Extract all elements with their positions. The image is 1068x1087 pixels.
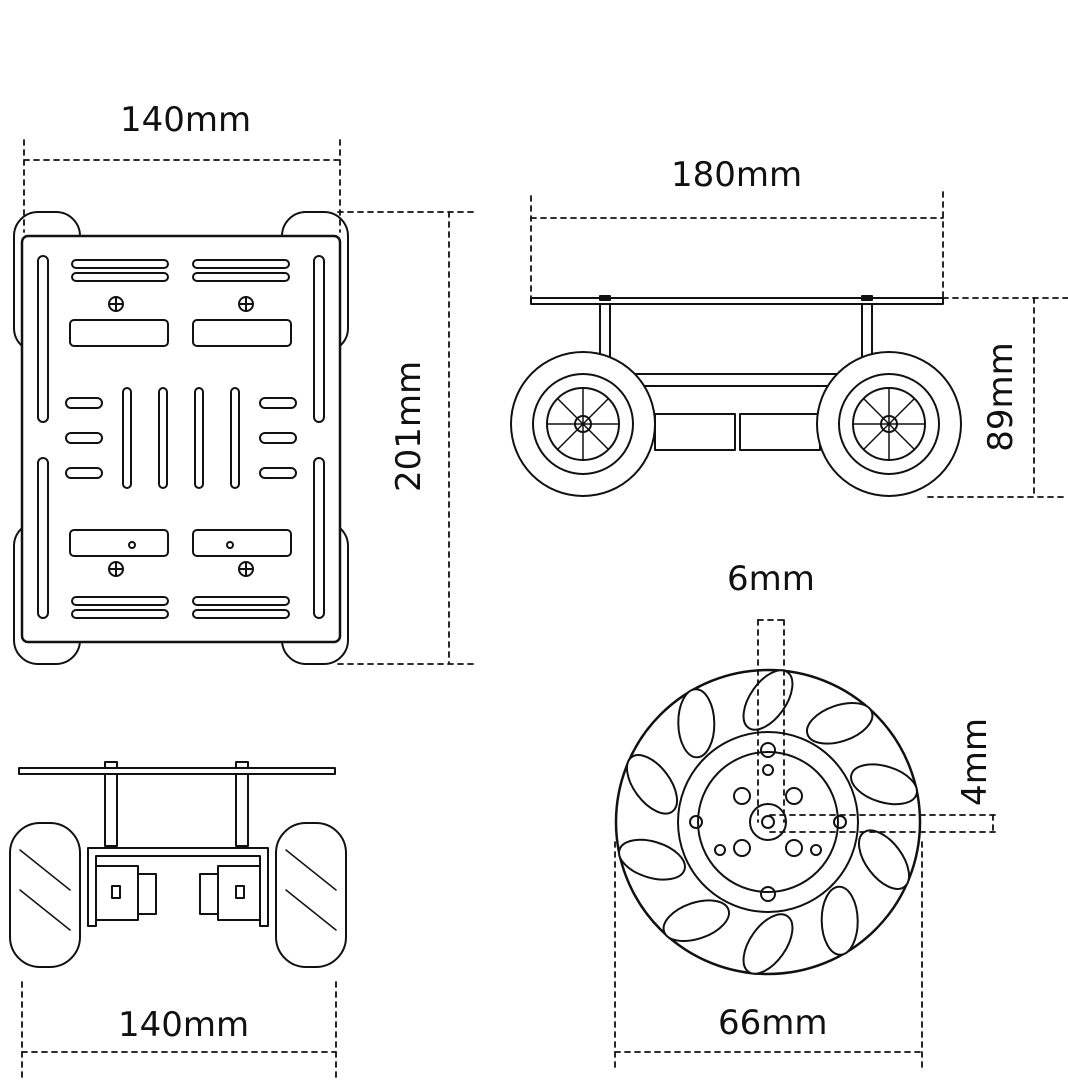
roller: [662, 899, 730, 943]
side-wheel-left: [510, 351, 656, 497]
top-view-dimension-lines: [23, 139, 477, 665]
front-view-dimension-lines: [21, 981, 337, 1081]
shaft-width-label: 6mm: [727, 559, 815, 599]
roller: [850, 763, 918, 806]
side-view-dimension-lines: [530, 191, 1068, 498]
roller: [820, 885, 859, 956]
roller: [677, 688, 716, 759]
side-wheel-right: [816, 351, 962, 497]
roller: [806, 701, 874, 745]
front-wheel-right: [275, 822, 347, 968]
roller: [625, 754, 679, 815]
roller: [742, 913, 794, 975]
side-plate: [530, 297, 944, 305]
side-length-label: 180mm: [671, 155, 803, 195]
top-view: [13, 211, 349, 665]
front-wheel-left: [9, 822, 81, 968]
shaft-flat-label: 4mm: [955, 718, 995, 806]
rollers: [618, 669, 918, 975]
front-width-label: 140mm: [118, 1005, 250, 1045]
front-view: [9, 761, 347, 968]
top-plate: [20, 234, 342, 644]
top-length-label: 201mm: [389, 360, 429, 492]
roller: [742, 669, 794, 731]
side-view: [510, 295, 962, 497]
wheel-diameter-label: 66mm: [718, 1003, 828, 1043]
top-width-label: 140mm: [120, 100, 252, 140]
wheel-dimension-lines: [614, 619, 1001, 1071]
side-height-label: 89mm: [981, 342, 1021, 452]
roller: [618, 838, 686, 881]
mecanum-wheel-detail: [614, 668, 922, 976]
front-plate: [18, 767, 336, 775]
